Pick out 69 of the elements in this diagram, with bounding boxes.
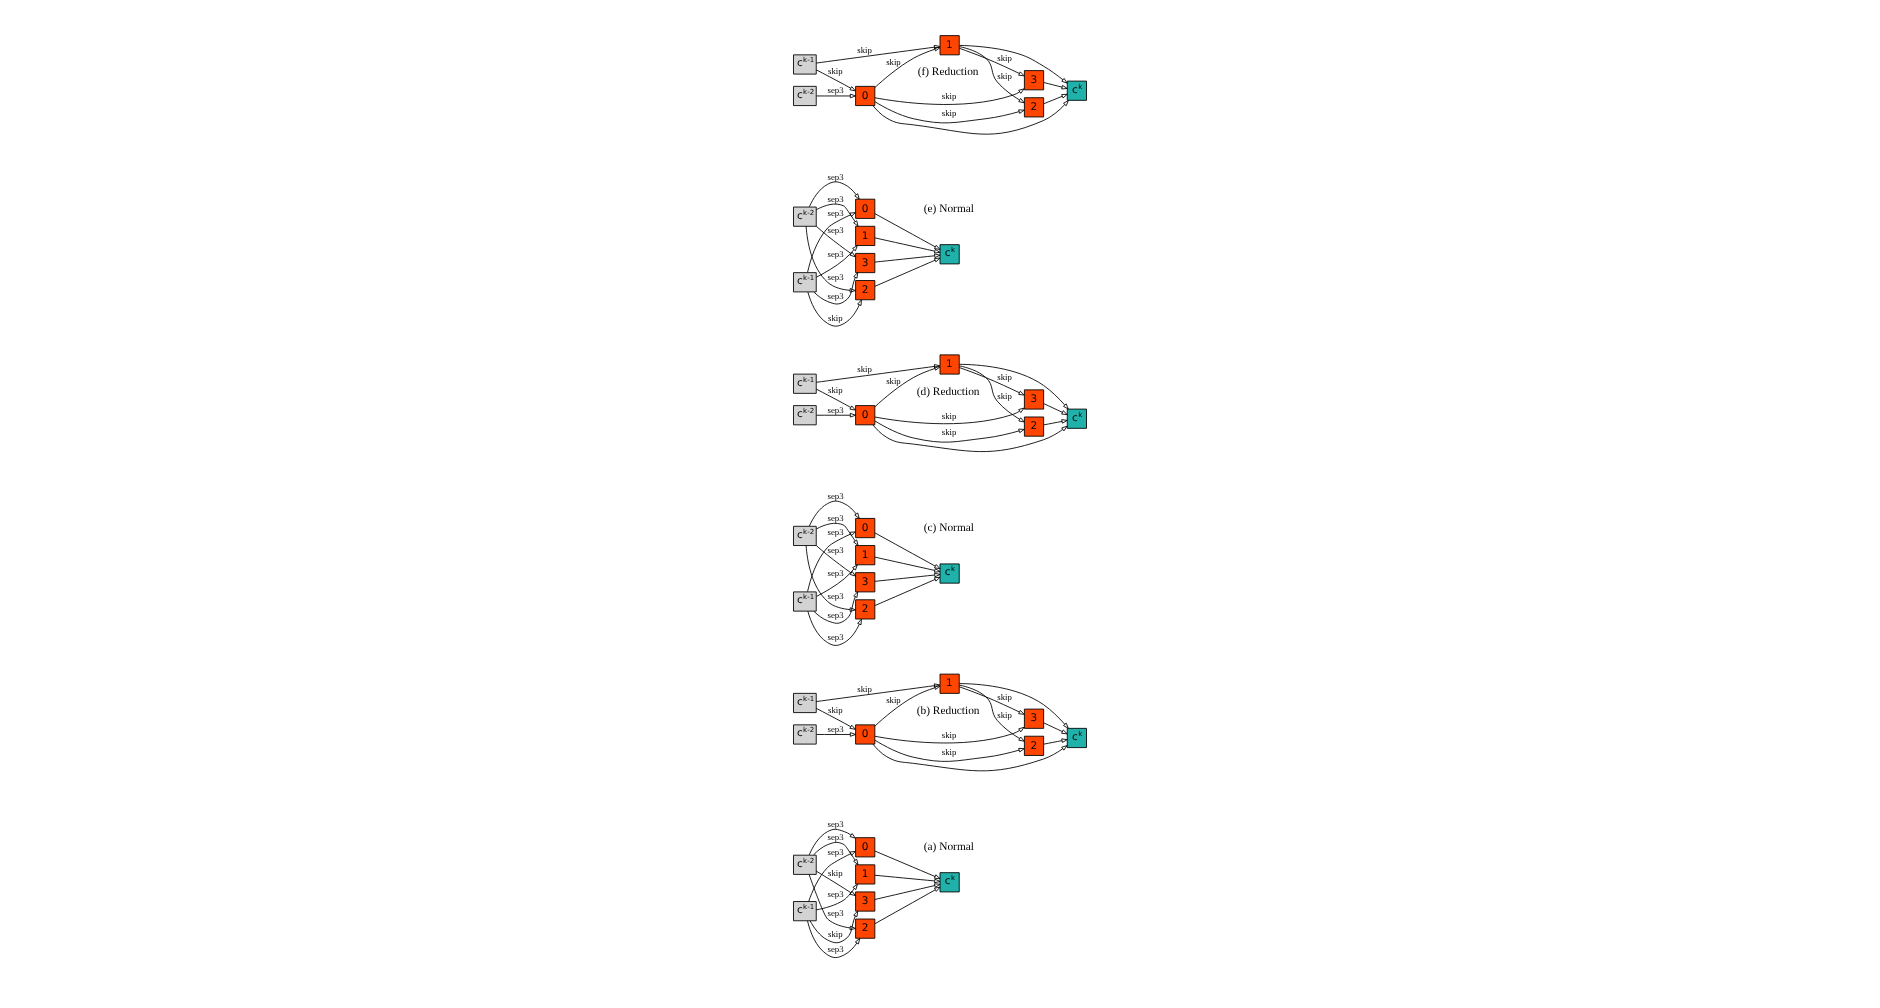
arrow [958,684,1025,742]
arrow [874,886,941,925]
arrow [958,686,1025,715]
arrow [1043,82,1068,90]
arrow [958,683,1069,729]
arrow [808,828,856,856]
arrow [874,237,941,254]
arrow [874,576,941,606]
arrow [1043,419,1068,426]
arrow [874,420,1025,443]
arrow [816,93,856,99]
arrow [1043,722,1068,735]
arrow [815,203,859,227]
arrow [1043,403,1068,416]
arrow [958,47,1025,77]
arrow [958,363,1069,410]
arrow [1043,93,1068,105]
arrow [816,412,856,418]
arrow [815,69,856,92]
arrow [808,500,860,527]
arrow [813,272,859,305]
arrow [874,850,941,879]
arrow [874,366,941,408]
arrow [874,257,941,287]
arrow [816,564,858,597]
arrow [807,920,861,958]
arrow [816,245,858,278]
arrow [808,850,856,902]
arrow [874,883,941,900]
arrow [874,407,1025,425]
arrow [874,556,941,573]
arrow [809,910,859,944]
arrow [815,522,859,546]
arrow [874,88,1025,105]
arrow [872,743,1068,772]
arrow [815,388,856,411]
arrow [1043,738,1068,745]
arrow [874,726,1025,744]
arrow [813,841,859,866]
arrow [807,212,856,273]
arrow [815,364,941,383]
arrow [874,47,941,88]
arrow [813,591,859,624]
arrow [874,101,1025,124]
arrow [815,883,858,911]
arrow [816,732,856,737]
arrow [958,367,1025,396]
arrow [808,181,860,208]
arrow [805,225,856,293]
arrow [815,545,856,577]
arrow [874,874,941,884]
arrow [874,532,941,570]
arrow [874,213,941,250]
arrow [958,365,1025,423]
arrow [874,572,941,582]
arrow [815,225,856,258]
arrow [874,253,941,263]
arrow [958,46,1025,104]
arrow [807,531,856,593]
arrow [807,291,862,327]
arrow [815,707,856,730]
arrow [872,100,1069,135]
arrow [808,874,856,931]
arrow [874,739,1025,762]
arrow [872,424,1068,452]
arrow [805,545,856,612]
arrow [815,870,856,897]
arrow [959,44,1068,84]
arrow [807,610,862,646]
